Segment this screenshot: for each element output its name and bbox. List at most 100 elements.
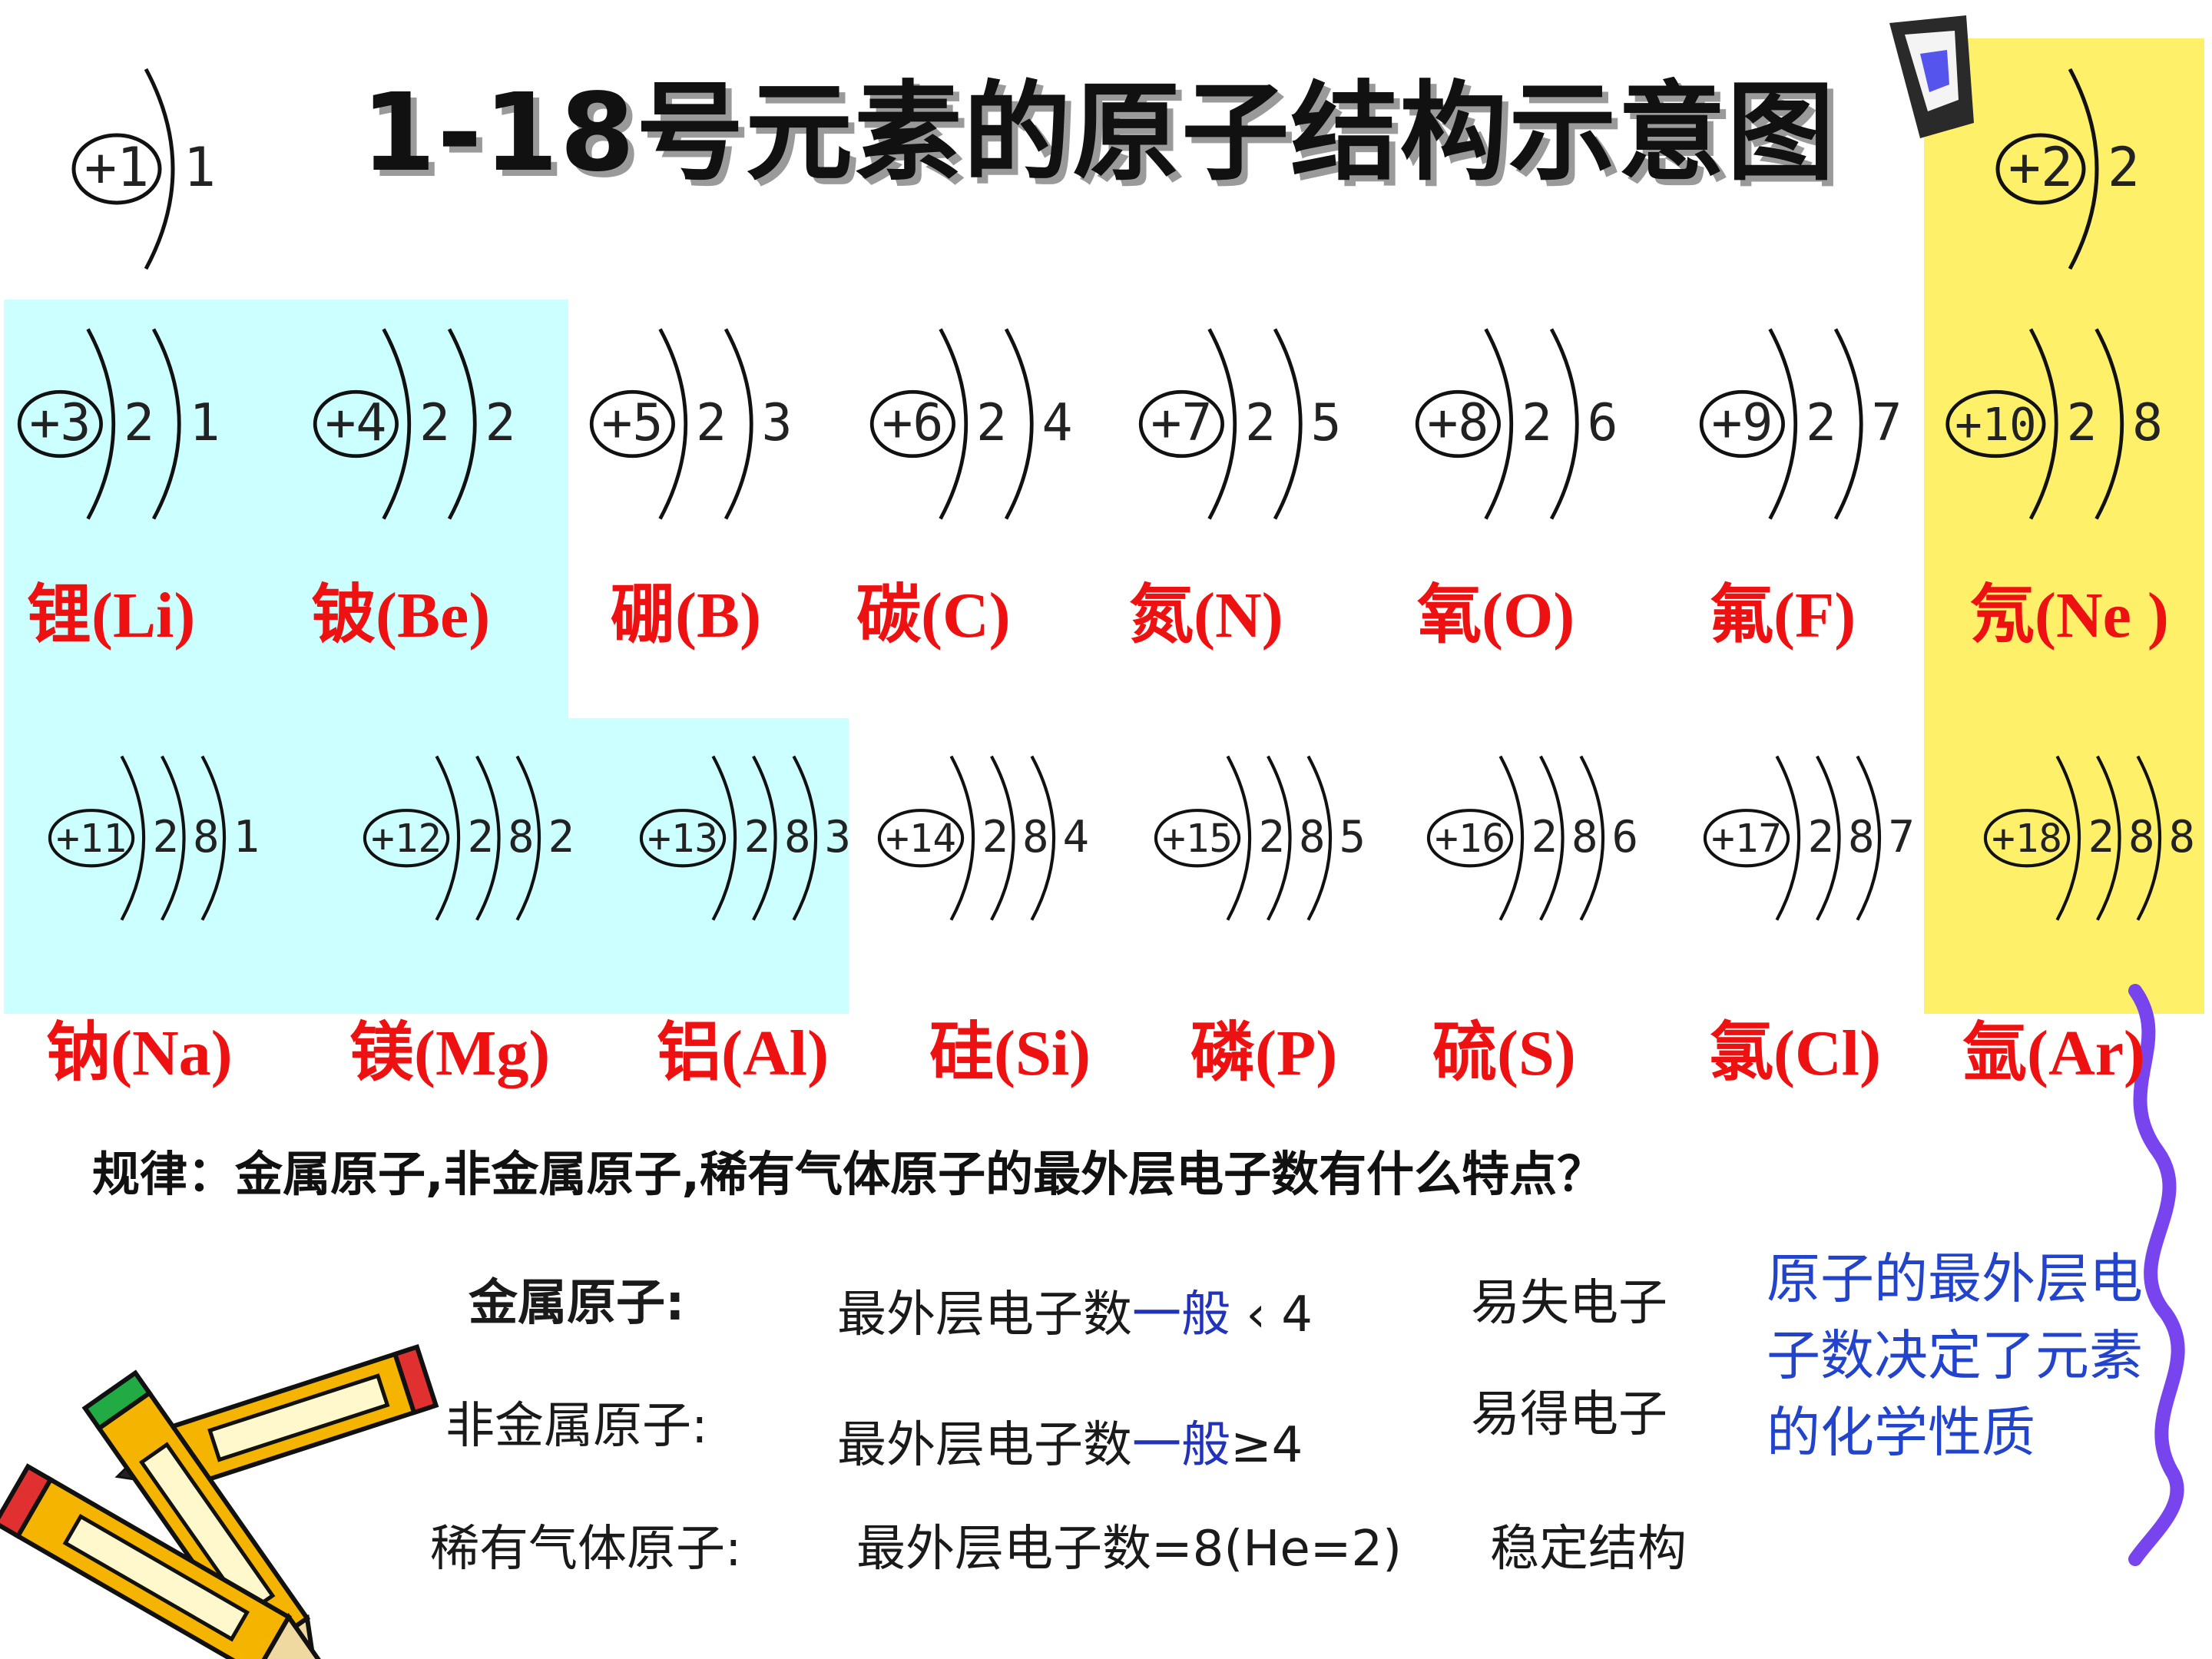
nucleus-circle (1699, 389, 1785, 459)
electron-shell-count: 8 (2132, 392, 2163, 452)
rule-nonmetal-emph: 一般 (1132, 1417, 1230, 1474)
element-name: 硅(Si) (929, 1018, 1091, 1089)
electron-shell-count: 8 (2168, 811, 2195, 863)
electron-shell-count: 6 (1587, 392, 1618, 452)
element-name: 铍(Be) (311, 580, 491, 651)
element-name: 氧(O) (1417, 580, 1575, 651)
electron-shell-arc (658, 328, 688, 520)
rule-nonmetal-type: 非金属原子: (445, 1398, 708, 1455)
rule-metal-emph: 一般 (1132, 1286, 1230, 1343)
nucleus-circle (1415, 389, 1501, 459)
electron-shell-count: 1 (189, 392, 220, 452)
electron-shell-count: 2 (1808, 811, 1835, 863)
electron-shell-arc (1207, 328, 1237, 520)
rule-nonmetal-tendency: 易得电子 (1471, 1386, 1667, 1443)
rule-metal-electrons: 最外层电子数一般 ‹ 4 (837, 1290, 1313, 1339)
rule-nonmetal-suffix: ≥4 (1230, 1417, 1303, 1474)
rule-noble-electrons: 最外层电子数=8(He=2) (856, 1521, 1402, 1578)
element-name: 氯(Cl) (1709, 1018, 1881, 1089)
nucleus-circle (1138, 389, 1224, 459)
nucleus-circle (869, 389, 955, 459)
nucleus-charge: +18 (1992, 816, 2062, 861)
element-name: 氖(Ne ) (1970, 580, 2169, 651)
electron-shell-count: 4 (1062, 811, 1089, 863)
electron-shell-count: 2 (744, 811, 771, 863)
electron-shell-count: 8 (1022, 811, 1049, 863)
nucleus-charge: +13 (647, 816, 718, 861)
element-name: 钠(Na) (46, 1018, 233, 1089)
element-name: 碳(C) (856, 580, 1011, 651)
electron-shell-count: 8 (193, 811, 220, 863)
electron-shell-count: 4 (1041, 392, 1072, 452)
electron-shell-count: 2 (696, 392, 727, 452)
electron-shell-arc (475, 755, 501, 921)
electron-shell-arc (151, 328, 181, 520)
electron-shell-arc (200, 755, 227, 921)
electron-shell-arc (161, 755, 186, 921)
electron-shell-arc (2096, 755, 2121, 921)
nucleus-charge: +15 (1162, 816, 1233, 861)
nucleus-circle (1426, 809, 1514, 868)
electron-shell-arc (1549, 328, 1579, 520)
electron-shell-arc (711, 755, 737, 921)
rule-metal-tendency: 易失电子 (1471, 1275, 1667, 1332)
electron-shell-arc (1768, 328, 1798, 520)
rule-noble-type: 稀有气体原子: (430, 1521, 742, 1578)
element-name: 氩(Ar) (1962, 1018, 2145, 1089)
electron-shell-arc (1775, 755, 1801, 921)
electron-shell-arc (939, 328, 969, 520)
purple-squiggle-decoration (2128, 984, 2185, 1566)
electron-shell-arc (1484, 328, 1514, 520)
nucleus-charge: +1 (84, 136, 149, 199)
electron-shell-count: 2 (976, 392, 1007, 452)
nucleus-charge: +4 (325, 392, 386, 452)
electron-shell-arc (2094, 328, 2124, 520)
electron-shell-count: 7 (1871, 392, 1902, 452)
electron-shell-arc (1004, 328, 1034, 520)
nucleus-circle (1945, 389, 2046, 459)
electron-shell-arc (1273, 328, 1303, 520)
electron-shell-arc (1816, 755, 1841, 921)
rule-nonmetal-electrons: 最外层电子数一般≥4 (837, 1421, 1303, 1470)
element-name: 铝(Al) (657, 1018, 829, 1089)
rule-question: 规律：金属原子,非金属原子,稀有气体原子的最外层电子数有什么特点？ (92, 1146, 1605, 1202)
element-name: 硼(B) (611, 580, 761, 651)
electron-shell-arc (949, 755, 975, 921)
nucleus-charge: +7 (1151, 392, 1212, 452)
electron-shell-count: 3 (824, 811, 851, 863)
electron-shell-count: 2 (485, 392, 515, 452)
nucleus-charge: +5 (601, 392, 663, 452)
electron-shell-count: 5 (1310, 392, 1341, 452)
nucleus-circle (1154, 809, 1241, 868)
nucleus-charge: +8 (1427, 392, 1488, 452)
nucleus-circle (639, 809, 727, 868)
electron-shell-arc (515, 755, 541, 921)
electron-shell-arc (2028, 328, 2058, 520)
electron-shell-count: 2 (1259, 811, 1286, 863)
electron-shell-arc (382, 328, 412, 520)
electron-shell-count: 5 (1339, 811, 1366, 863)
electron-shell-arc (144, 68, 175, 270)
electron-shell-arc (120, 755, 146, 921)
electron-shell-count: 7 (1888, 811, 1915, 863)
electron-shell-count: 2 (1522, 392, 1552, 452)
element-name: 氮(N) (1129, 580, 1283, 651)
pencils-clipart (0, 1343, 439, 1659)
metal-highlight-row1 (4, 300, 568, 718)
electron-shell-count: 6 (1611, 811, 1638, 863)
electron-shell-count: 8 (1571, 811, 1598, 863)
nucleus-charge: +14 (886, 816, 956, 861)
electron-shell-arc (1030, 755, 1056, 921)
electron-shell-count: 2 (1806, 392, 1836, 452)
electron-shell-arc (724, 328, 753, 520)
electron-shell-arc (86, 328, 116, 520)
nucleus-circle (1703, 809, 1790, 868)
